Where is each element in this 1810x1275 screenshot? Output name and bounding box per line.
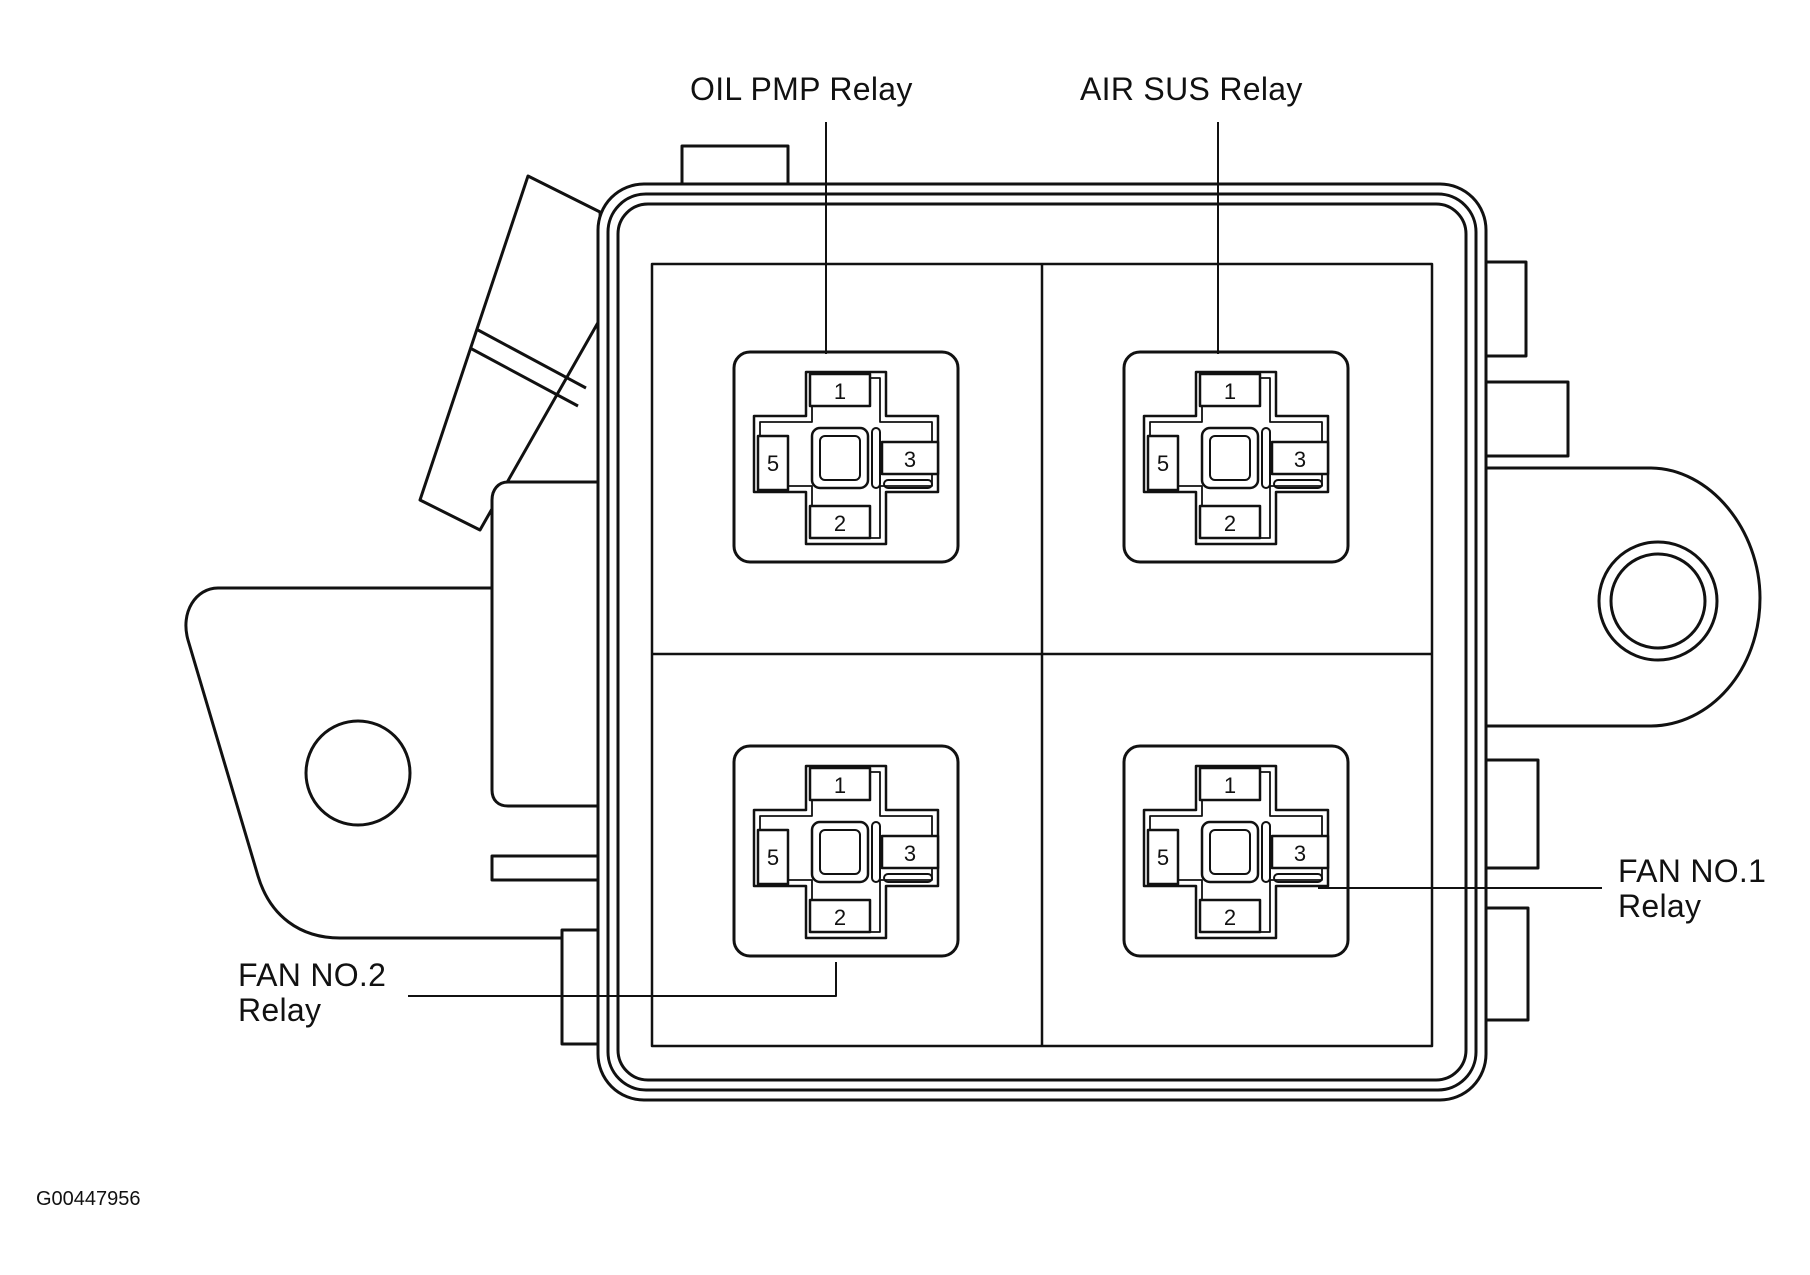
- center-cavity: [810, 426, 870, 490]
- terminal-1: 1: [808, 372, 872, 408]
- fan-no1-label-line1: FAN NO.1: [1618, 853, 1767, 889]
- fan-no2-leader: [408, 962, 837, 997]
- fan-no1-relay-label: FAN NO.1 Relay: [1618, 854, 1766, 924]
- svg-text:5: 5: [767, 845, 779, 870]
- right-mounting-ear: [1480, 466, 1762, 728]
- svg-text:5: 5: [767, 451, 779, 476]
- horizontal-slot: [1273, 479, 1323, 489]
- top-tab: [680, 144, 790, 190]
- terminal-5: 5: [756, 828, 790, 886]
- svg-text:1: 1: [1224, 379, 1236, 404]
- svg-text:1: 1: [1224, 773, 1236, 798]
- leader-lines: [408, 122, 1602, 997]
- svg-text:2: 2: [1224, 905, 1236, 930]
- svg-text:3: 3: [904, 841, 916, 866]
- relay-block-housing: [596, 182, 1488, 1102]
- svg-text:2: 2: [1224, 511, 1236, 536]
- figure-id: G00447956: [36, 1188, 141, 1210]
- left-bolt-hole: [304, 719, 412, 827]
- fan-no1-label-line2: Relay: [1618, 888, 1702, 924]
- svg-text:3: 3: [1294, 841, 1306, 866]
- horizontal-slot: [1273, 873, 1323, 883]
- air-sus-relay-label: AIR SUS Relay: [1080, 71, 1303, 107]
- terminal-5: 5: [1146, 828, 1180, 886]
- fan-no2-relay-socket: 1 2 5 3: [732, 744, 960, 958]
- fan-no2-relay-label: FAN NO.2 Relay: [238, 958, 386, 1028]
- relay-sockets: 1 2 5 3 1 2 5 3 1 2 5 3 1 2 5 3: [732, 350, 1350, 958]
- horizontal-slot: [883, 873, 933, 883]
- terminal-3: 3: [1270, 440, 1330, 476]
- terminal-1: 1: [1198, 372, 1262, 408]
- vertical-slot: [871, 427, 881, 489]
- vertical-slot: [1261, 427, 1271, 489]
- terminal-3: 3: [880, 440, 940, 476]
- terminal-2: 2: [1198, 504, 1262, 540]
- svg-text:5: 5: [1157, 451, 1169, 476]
- oil-pmp-relay-socket: 1 2 5 3: [732, 350, 960, 564]
- horizontal-slot: [883, 479, 933, 489]
- fan-no2-label-line1: FAN NO.2: [238, 957, 387, 993]
- vertical-slot: [871, 821, 881, 883]
- air-sus-relay-socket: 1 2 5 3: [1122, 350, 1350, 564]
- terminal-2: 2: [1198, 898, 1262, 934]
- terminal-5: 5: [1146, 434, 1180, 492]
- fan-no2-label-line2: Relay: [238, 992, 322, 1028]
- fan-no1-relay-socket: 1 2 5 3: [1122, 744, 1350, 958]
- angled-connector: [418, 174, 606, 532]
- terminal-1: 1: [1198, 766, 1262, 802]
- terminal-1: 1: [808, 766, 872, 802]
- svg-text:3: 3: [1294, 447, 1306, 472]
- terminal-3: 3: [1270, 834, 1330, 870]
- svg-text:3: 3: [904, 447, 916, 472]
- vertical-slot: [1261, 821, 1271, 883]
- center-cavity: [1200, 426, 1260, 490]
- terminal-3: 3: [880, 834, 940, 870]
- right-side-tabs: [1480, 260, 1570, 1022]
- terminal-2: 2: [808, 898, 872, 934]
- svg-text:2: 2: [834, 905, 846, 930]
- center-cavity: [1200, 820, 1260, 884]
- svg-text:1: 1: [834, 379, 846, 404]
- left-side-frame: [490, 480, 602, 1046]
- svg-text:5: 5: [1157, 845, 1169, 870]
- svg-text:1: 1: [834, 773, 846, 798]
- center-cavity: [810, 820, 870, 884]
- terminal-5: 5: [756, 434, 790, 492]
- terminal-2: 2: [808, 504, 872, 540]
- oil-pmp-relay-label: OIL PMP Relay: [690, 71, 913, 107]
- svg-text:2: 2: [834, 511, 846, 536]
